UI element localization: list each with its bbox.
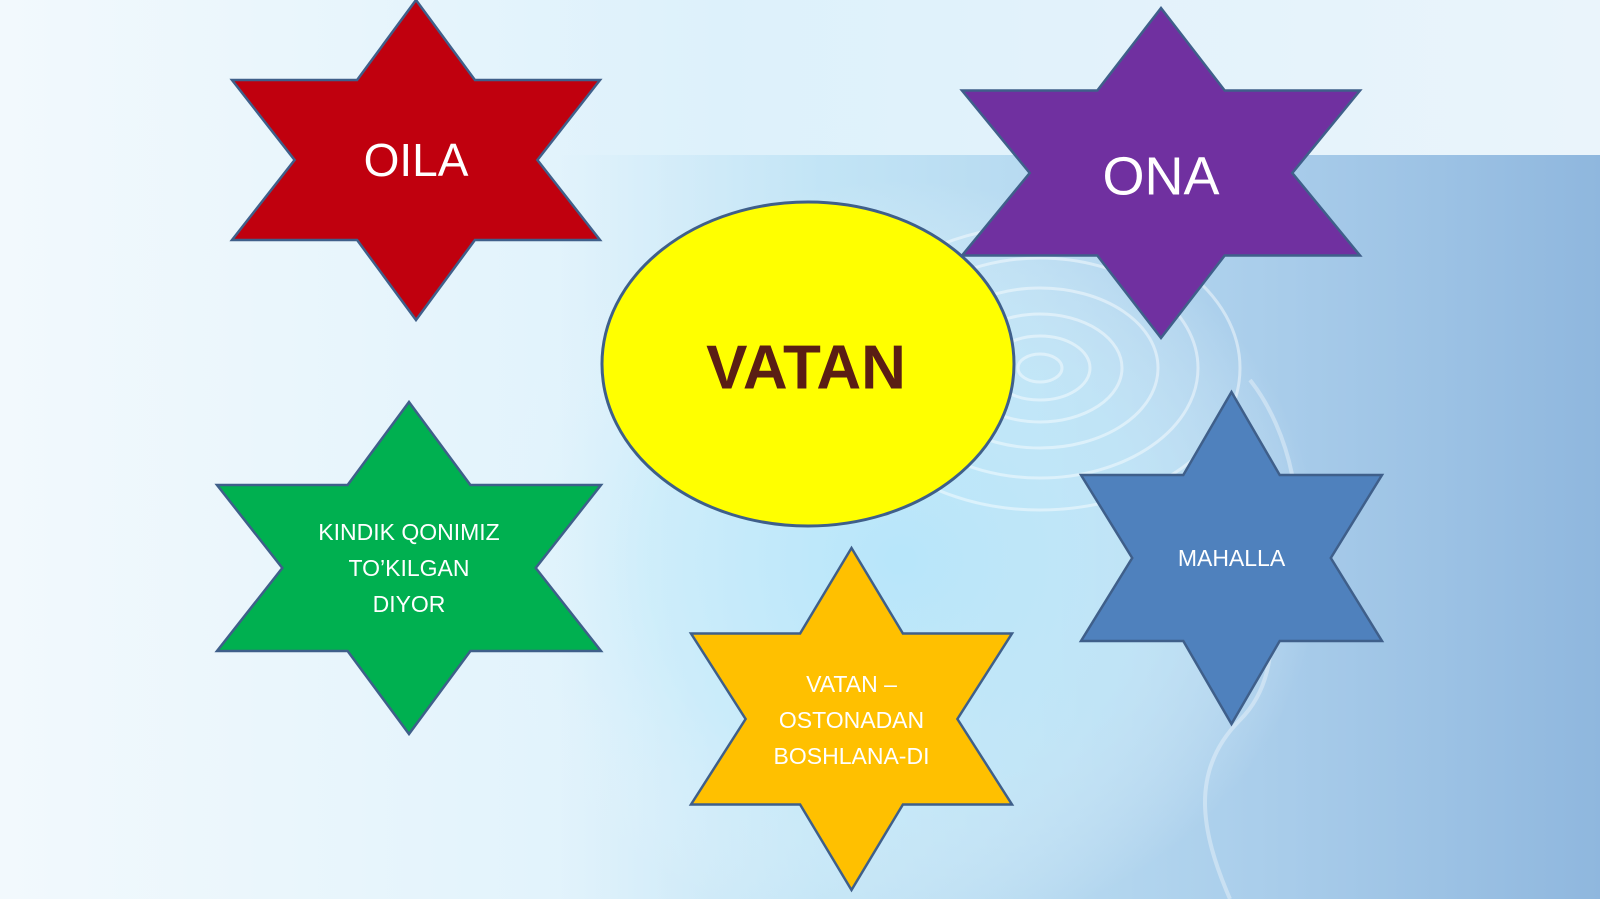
star-ostona: VATAN – OSTONADAN BOSHLANA-DI	[688, 545, 1015, 893]
star-kindik-label-line-3: DIYOR	[373, 591, 446, 617]
star-kindik-shape	[214, 399, 604, 737]
star-kindik-label-line-1: KINDIK QONIMIZ	[318, 519, 499, 545]
star-oila-shape	[229, 0, 603, 323]
star-ona-label-line-1: ONA	[1102, 146, 1219, 206]
center-ellipse	[600, 200, 1016, 528]
center-node: VATAN	[600, 200, 1016, 528]
star-ona-shape	[959, 5, 1363, 341]
center-label: VATAN	[706, 333, 906, 402]
star-kindik-label-line-2: TO’KILGAN	[349, 555, 470, 581]
star-ona: ONA	[959, 5, 1363, 341]
star-ostona-shape	[688, 545, 1015, 893]
star-ostona-label-line-2: OSTONADAN	[779, 707, 924, 733]
star-kindik: KINDIK QONIMIZ TO’KILGAN DIYOR	[214, 399, 604, 737]
stars-layer: OILA ONA KINDIK QONIMIZ TO’KILGAN DIYOR MAHAL…	[214, 0, 1385, 893]
star-oila: OILA	[229, 0, 603, 323]
star-oila-label-line-1: OILA	[364, 134, 469, 186]
star-ostona-label-line-1: VATAN –	[806, 671, 897, 697]
star-mahalla: MAHALLA	[1078, 389, 1385, 727]
star-mahalla-label-line-1: MAHALLA	[1178, 545, 1286, 571]
star-mahalla-shape	[1078, 389, 1385, 727]
star-ostona-label-line-3: BOSHLANA-DI	[774, 743, 930, 769]
